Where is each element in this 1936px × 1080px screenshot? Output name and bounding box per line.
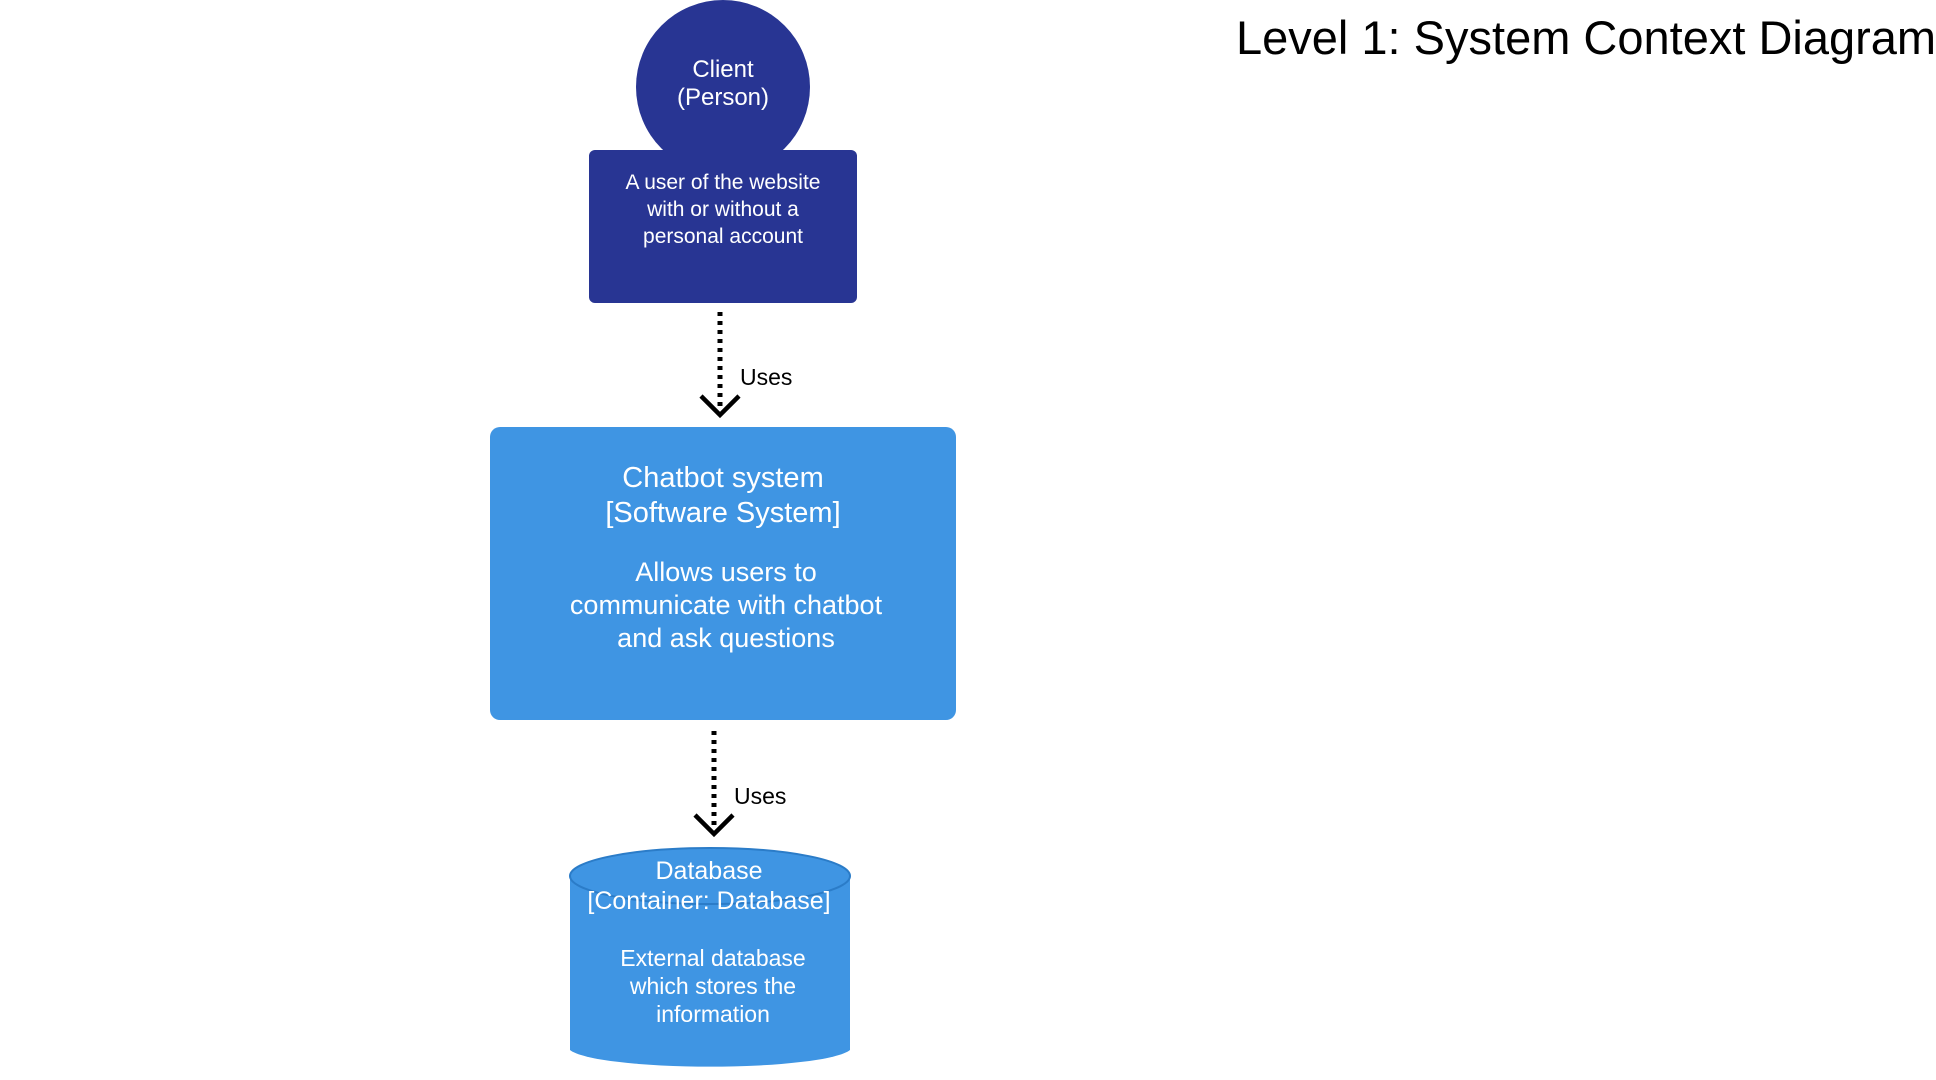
person-label: Client (Person) (636, 56, 810, 112)
relation-label-system-database: Uses (734, 783, 787, 809)
system-label: Chatbot system [Software System] (490, 461, 956, 531)
diagram-title: Level 1: System Context Diagram (1236, 11, 1936, 64)
person-head-shape (636, 0, 810, 174)
system-description: Allows users to communicate with chatbot… (569, 557, 883, 653)
system-box (490, 427, 956, 720)
relation-label-client-system: Uses (740, 364, 793, 390)
system-name: Chatbot system (622, 462, 824, 494)
system-type: [Software System] (605, 497, 841, 529)
relation-arrow-client-system (699, 312, 741, 419)
relation-arrow-system-database (693, 731, 735, 838)
person-name: Client (692, 56, 754, 83)
database-name: Database (655, 857, 763, 885)
person-description: A user of the website with or without a … (625, 171, 821, 248)
database-description: External database which stores the infor… (620, 945, 806, 1027)
database-type: [Container: Database] (587, 887, 831, 915)
person-type: (Person) (676, 84, 770, 111)
database-cylinder-shape (569, 847, 851, 1067)
person-body-shape (589, 150, 857, 303)
database-label: Database [Container: Database] (568, 856, 850, 916)
